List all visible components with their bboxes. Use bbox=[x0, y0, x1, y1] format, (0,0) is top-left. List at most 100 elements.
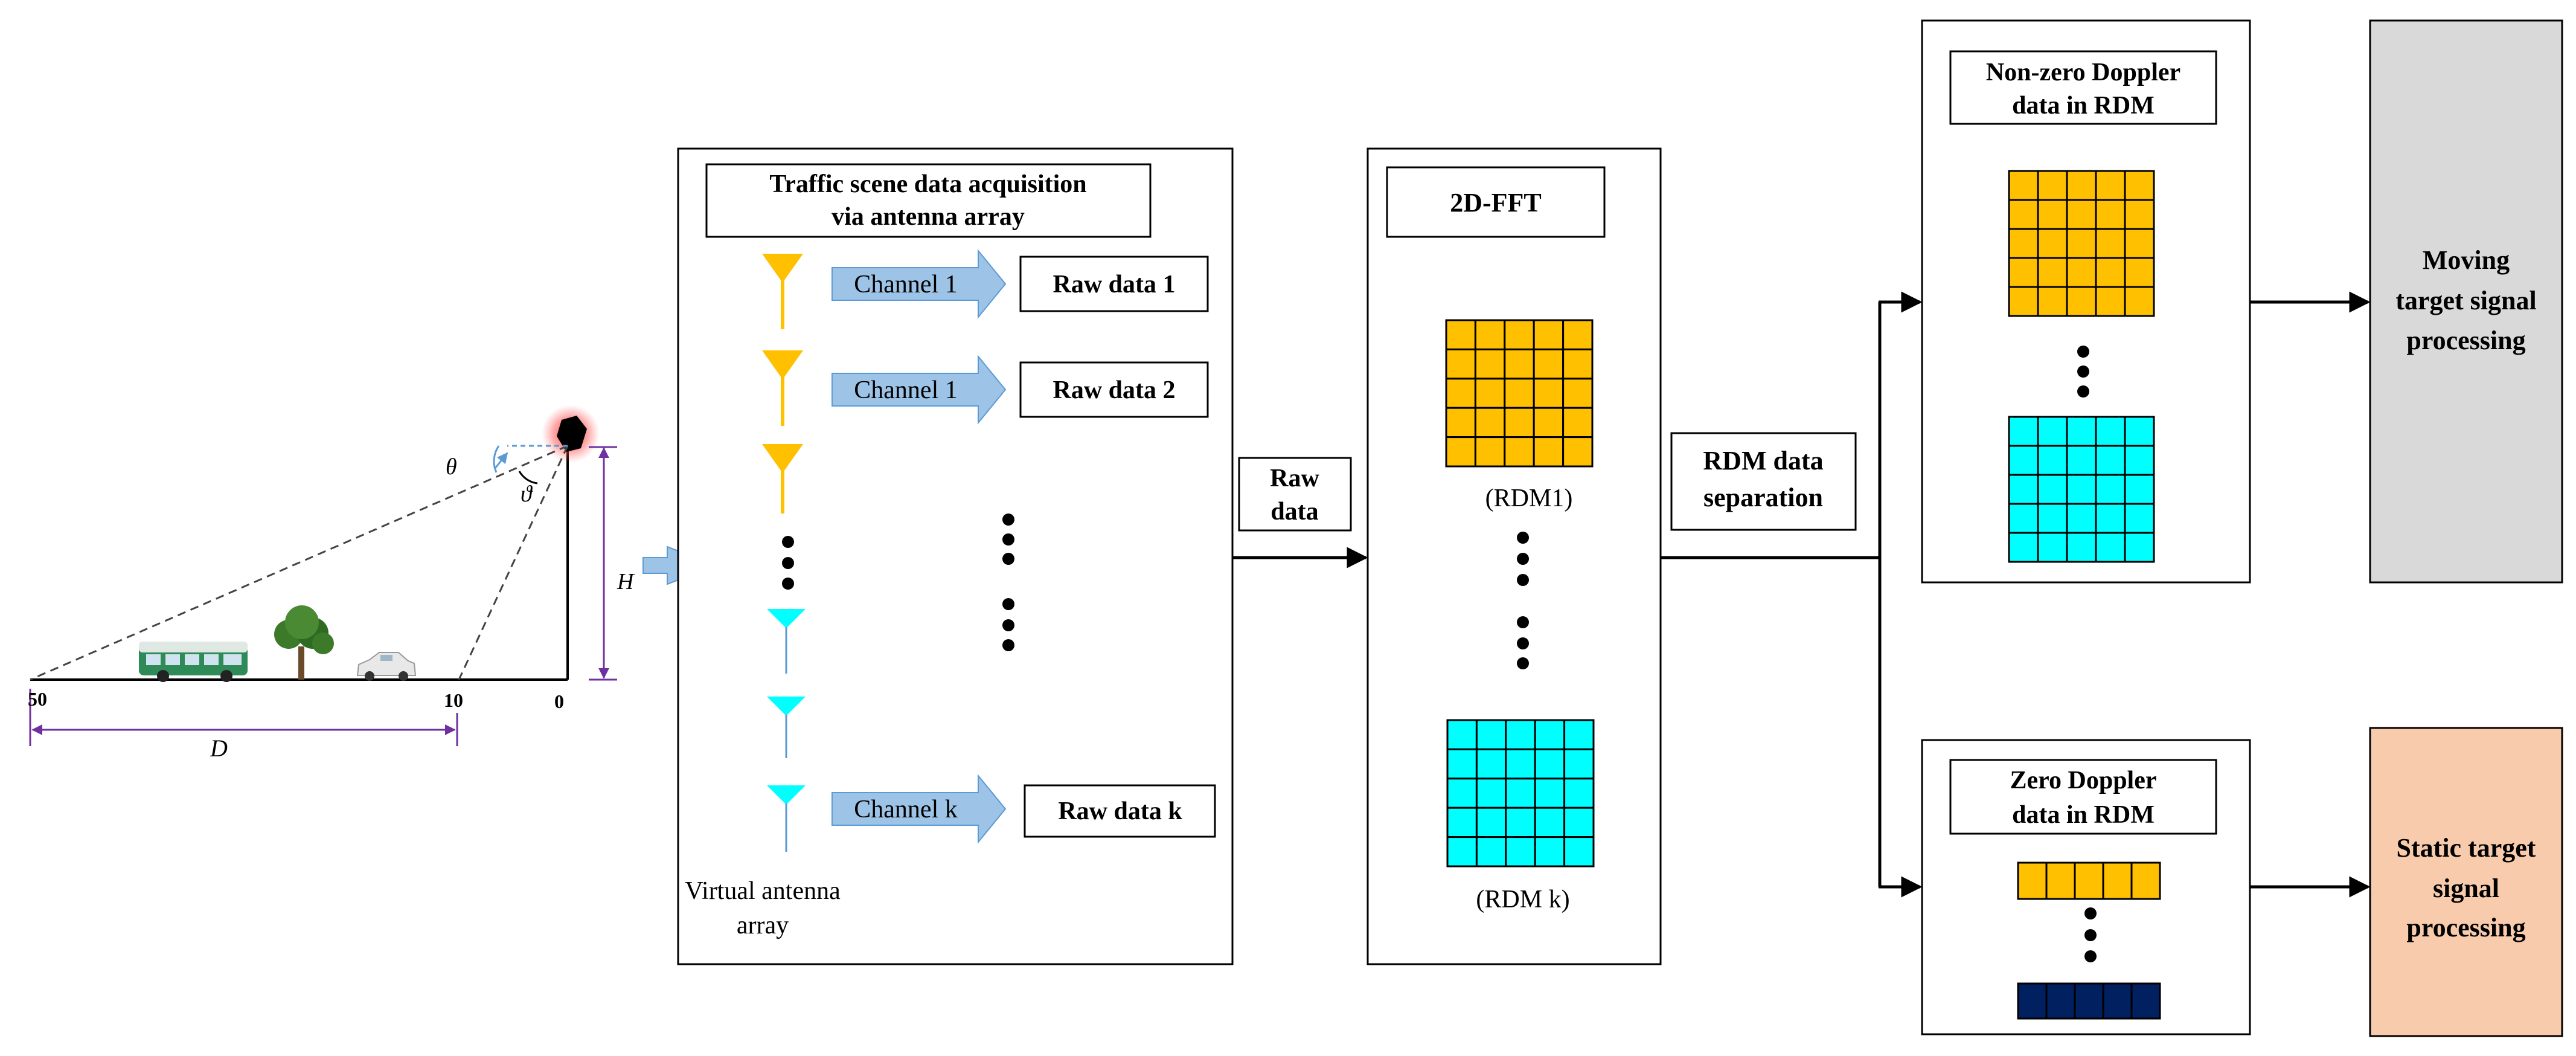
raw-dot bbox=[1002, 598, 1014, 610]
grid-cell bbox=[2074, 982, 2104, 1020]
grid-cell bbox=[1445, 378, 1476, 409]
grid-cell bbox=[2037, 445, 2068, 476]
grid-cell bbox=[2074, 861, 2104, 900]
traffic-scene: θ ϑ H D 50 10 0 bbox=[28, 405, 635, 762]
channel-arrow-k: Channel k bbox=[831, 774, 1007, 844]
grid-cell bbox=[2008, 474, 2039, 505]
grid-cell bbox=[2045, 861, 2076, 900]
grid-cell bbox=[1474, 407, 1506, 439]
grid-cell bbox=[1475, 748, 1507, 780]
zero-orange-row bbox=[2017, 861, 2161, 900]
beam-far bbox=[30, 445, 568, 681]
grid-cell bbox=[2124, 503, 2155, 534]
grid-cell bbox=[2124, 416, 2155, 447]
grid-cell bbox=[1475, 719, 1507, 750]
grid-cell bbox=[2066, 503, 2097, 534]
zero-title-line2: data in RDM bbox=[2012, 801, 2155, 829]
grid-cell bbox=[1562, 436, 1594, 468]
grid-cell bbox=[1475, 806, 1507, 839]
moving-processing-box bbox=[2369, 19, 2563, 584]
grid-cell bbox=[1446, 748, 1478, 780]
antenna-caption-line1: Virtual antenna bbox=[685, 877, 841, 905]
antenna-5 bbox=[767, 697, 806, 758]
fft-title: 2D-FFT bbox=[1450, 188, 1542, 217]
grid-cell bbox=[2008, 532, 2039, 563]
channel-arrow-1: Channel 1 bbox=[831, 249, 1007, 319]
grid-cell bbox=[1446, 806, 1478, 839]
antenna-dot bbox=[782, 557, 794, 569]
moving-line1: Moving bbox=[2423, 245, 2510, 275]
rdm-dot bbox=[1517, 532, 1529, 544]
grid-cell bbox=[1474, 436, 1506, 468]
static-line2: signal bbox=[2433, 874, 2499, 903]
rdm-dot bbox=[1517, 574, 1529, 586]
static-processing-box bbox=[2369, 727, 2563, 1037]
grid-cell bbox=[2008, 228, 2039, 259]
antenna-dot bbox=[782, 536, 794, 548]
grid-cell bbox=[1562, 348, 1594, 380]
raw-data-line1: Raw bbox=[1270, 465, 1319, 492]
grid-cell bbox=[1505, 748, 1536, 780]
theta-arc bbox=[493, 445, 500, 473]
grid-cell bbox=[1562, 378, 1594, 409]
grid-cell bbox=[2008, 170, 2039, 201]
grid-cell bbox=[2124, 532, 2155, 563]
zero-dot bbox=[2084, 950, 2097, 962]
grid-cell bbox=[1533, 319, 1565, 350]
rdm-dot bbox=[1517, 657, 1529, 669]
acquisition-title-line2: via antenna array bbox=[831, 203, 1025, 231]
separation-line2: separation bbox=[1703, 483, 1823, 512]
zero-panel: Zero Doppler data in RDM bbox=[1921, 739, 2251, 1035]
channel-label-1: Channel 1 bbox=[854, 271, 957, 298]
raw-data-line2: data bbox=[1270, 498, 1318, 526]
grid-cell bbox=[2095, 445, 2126, 476]
grid-cell bbox=[2102, 982, 2133, 1020]
grid-cell bbox=[1445, 348, 1476, 380]
nonzero-panel: Non-zero Doppler data in RDM bbox=[1921, 19, 2251, 584]
bus-icon bbox=[139, 642, 248, 682]
raw-dot bbox=[1002, 639, 1014, 651]
grid-cell bbox=[1533, 436, 1565, 468]
grid-cell bbox=[2066, 445, 2097, 476]
grid-cell bbox=[1446, 719, 1478, 750]
antenna-2 bbox=[762, 350, 803, 426]
grid-cell bbox=[2008, 257, 2039, 288]
grid-cell bbox=[1446, 778, 1478, 809]
grid-cell bbox=[1562, 407, 1594, 439]
fft-title-box bbox=[1386, 166, 1606, 238]
grid-cell bbox=[2095, 532, 2126, 563]
grid-cell bbox=[2008, 199, 2039, 230]
grid-cell bbox=[2008, 445, 2039, 476]
grid-cell bbox=[2095, 503, 2126, 534]
nonzero-title-line2: data in RDM bbox=[2012, 92, 2155, 120]
tick-10: 10 bbox=[444, 689, 463, 711]
theta-arrow bbox=[494, 452, 508, 469]
raw-dot bbox=[1002, 553, 1014, 565]
grid-cell bbox=[2066, 416, 2097, 447]
raw-data-1-box bbox=[1019, 256, 1209, 312]
grid-cell bbox=[2037, 416, 2068, 447]
grid-cell bbox=[1563, 719, 1595, 750]
grid-cell bbox=[1474, 319, 1506, 350]
grid-cell bbox=[2095, 257, 2126, 288]
grid-cell bbox=[1475, 778, 1507, 809]
grid-cell bbox=[2017, 982, 2048, 1020]
nonzero-dot bbox=[2077, 346, 2089, 358]
antenna-dot bbox=[782, 578, 794, 590]
grid-cell bbox=[1533, 378, 1565, 409]
raw-data-2-box bbox=[1019, 361, 1209, 418]
acquisition-title-line1: Traffic scene data acquisition bbox=[769, 170, 1086, 198]
channel-label-k: Channel k bbox=[854, 796, 957, 823]
beam-near bbox=[458, 445, 569, 680]
acquisition-title-box bbox=[705, 163, 1152, 238]
separation-line1: RDM data bbox=[1703, 446, 1823, 475]
raw-data-k-label: Raw data k bbox=[1058, 797, 1182, 825]
nonzero-orange-grid bbox=[2008, 170, 2155, 317]
grid-cell bbox=[2124, 228, 2155, 259]
rdm-dot bbox=[1517, 637, 1529, 649]
grid-cell bbox=[1474, 378, 1506, 409]
antenna-1 bbox=[762, 254, 803, 329]
grid-cell bbox=[2037, 228, 2068, 259]
grid-cell bbox=[2066, 228, 2097, 259]
grid-cell bbox=[1504, 407, 1535, 439]
